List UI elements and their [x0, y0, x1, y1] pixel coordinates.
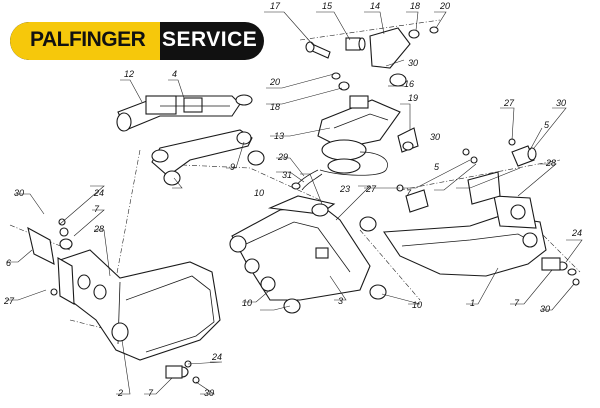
hose-29 [291, 169, 323, 191]
callout-30-left: 30 [14, 188, 24, 198]
logo-service-text: SERVICE [162, 28, 258, 51]
logo-yellow-panel [10, 22, 160, 60]
callout-14: 14 [370, 1, 380, 11]
callout-29: 29 [277, 152, 288, 162]
callout-30-mid: 30 [430, 132, 440, 142]
callout-24-right: 24 [571, 228, 582, 238]
bushing-10-upper [163, 150, 265, 186]
callout-7-right: 7 [514, 298, 520, 308]
callout-2: 2 [117, 388, 123, 398]
pin-19 [397, 127, 419, 153]
callout-10-lower-left: 10 [242, 298, 252, 308]
callout-1: 1 [470, 298, 475, 308]
bracket-6 [27, 226, 73, 265]
logo-brand-text: PALFINGER [30, 28, 146, 51]
callout-27-top: 27 [503, 98, 515, 108]
callout-9: 9 [230, 162, 235, 172]
bracket-14 [369, 27, 411, 87]
callout-10-upper: 10 [254, 188, 264, 198]
palfinger-service-logo: PALFINGER SERVICE [10, 22, 264, 60]
callout-3: 3 [338, 296, 343, 306]
callout-27-mid: 27 [365, 184, 377, 194]
rotator-13 [317, 95, 401, 176]
callout-24-bottom: 24 [211, 352, 222, 362]
bolt-17 [305, 41, 331, 59]
callout-13: 13 [274, 131, 284, 141]
callout-23: 23 [339, 184, 350, 194]
callout-7-mid: 7 [406, 188, 412, 198]
pin-15 [345, 37, 366, 51]
callout-24-left: 24 [93, 188, 104, 198]
callout-19: 19 [408, 93, 418, 103]
pin-5-right [511, 145, 537, 167]
link-arm-9 [151, 129, 253, 177]
callout-15: 15 [322, 1, 333, 11]
hydraulic-cylinder [116, 94, 253, 132]
callout-28-left: 28 [93, 224, 104, 234]
callout-10-lower-right: 10 [412, 300, 422, 310]
callout-5-mid: 5 [434, 162, 440, 172]
pin-5-mid [405, 189, 429, 213]
bucket-right [383, 171, 547, 277]
callout-16: 16 [404, 79, 414, 89]
callout-18-top: 18 [410, 1, 420, 11]
callout-7-bottom: 7 [148, 388, 154, 398]
callout-20-mid: 20 [269, 77, 280, 87]
frame-3 [229, 195, 371, 301]
callout-30-bottom: 30 [204, 388, 214, 398]
callout-6: 6 [6, 258, 11, 268]
callout-5-right: 5 [544, 120, 550, 130]
callout-30-bottom-right: 30 [540, 304, 550, 314]
callout-18-mid: 18 [270, 102, 280, 112]
leader-lines [6, 11, 583, 395]
callout-20-top: 20 [439, 1, 450, 11]
bushings-10-lower [283, 216, 387, 314]
callout-12: 12 [124, 69, 134, 79]
callout-4: 4 [172, 69, 177, 79]
callout-30-top: 30 [408, 58, 418, 68]
bucket-left [57, 249, 221, 361]
pin-7-left [165, 365, 189, 379]
callout-31: 31 [282, 170, 292, 180]
callout-numbers: 17 15 14 18 20 12 4 20 18 16 30 19 13 27… [3, 1, 582, 398]
callout-28-right: 28 [545, 158, 556, 168]
callout-27-left: 27 [3, 296, 15, 306]
callout-17: 17 [270, 1, 281, 11]
callout-7-left: 7 [94, 204, 100, 214]
callout-30-right: 30 [556, 98, 566, 108]
